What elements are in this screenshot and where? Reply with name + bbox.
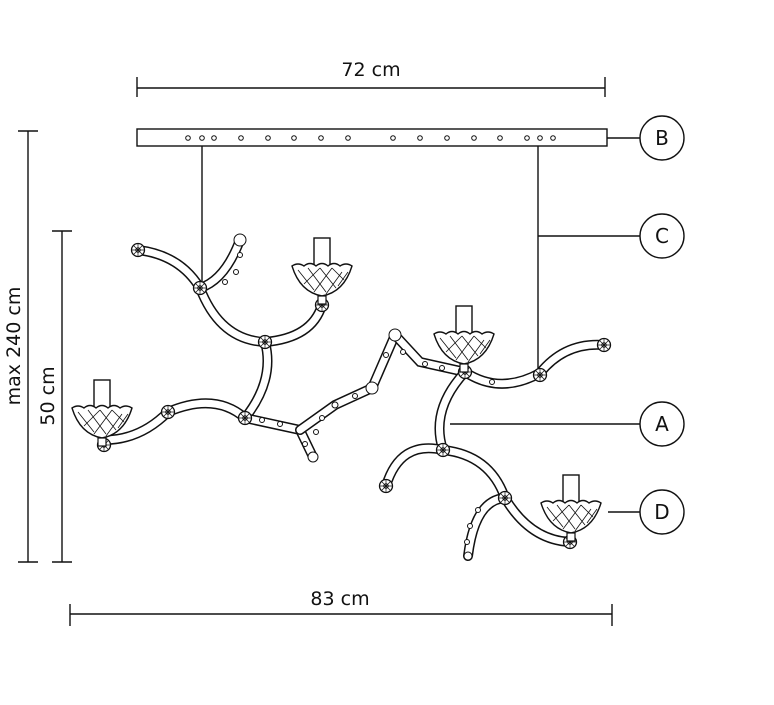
ceiling-canopy-bar (136, 128, 608, 147)
callout-d-label: D (654, 500, 669, 524)
dimension-bottom-width-label: 83 cm (310, 588, 369, 610)
callout-a: A (450, 401, 685, 447)
dimension-top-width: 72 cm (136, 59, 606, 97)
dimension-body-height: 50 cm (37, 230, 72, 563)
callout-c: C (538, 213, 685, 259)
dimension-bottom-width: 83 cm (69, 588, 613, 626)
dimension-top-width-label: 72 cm (341, 59, 400, 81)
dimension-max-height-label: max 240 cm (3, 287, 25, 406)
callout-b-label: B (655, 126, 669, 150)
callout-d: D (608, 489, 685, 535)
chandelier-body (71, 233, 612, 561)
dimension-body-height-label: 50 cm (37, 366, 59, 425)
callout-b: B (607, 115, 685, 161)
callout-a-label: A (655, 412, 669, 436)
dimension-max-height: max 240 cm (3, 130, 38, 563)
suspension-cables (201, 146, 539, 372)
callout-c-label: C (655, 224, 669, 248)
